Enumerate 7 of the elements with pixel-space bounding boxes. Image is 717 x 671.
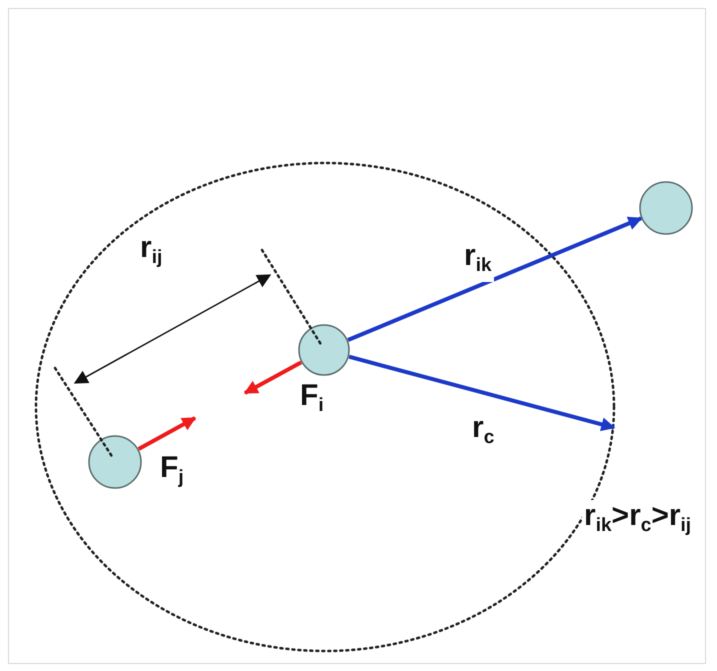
arrow <box>348 354 616 432</box>
arrow <box>347 216 642 342</box>
arrow <box>244 360 302 395</box>
arrow <box>138 416 196 451</box>
particle-circle <box>298 324 350 376</box>
particle-circle <box>88 435 142 489</box>
particle-circle <box>639 181 693 235</box>
